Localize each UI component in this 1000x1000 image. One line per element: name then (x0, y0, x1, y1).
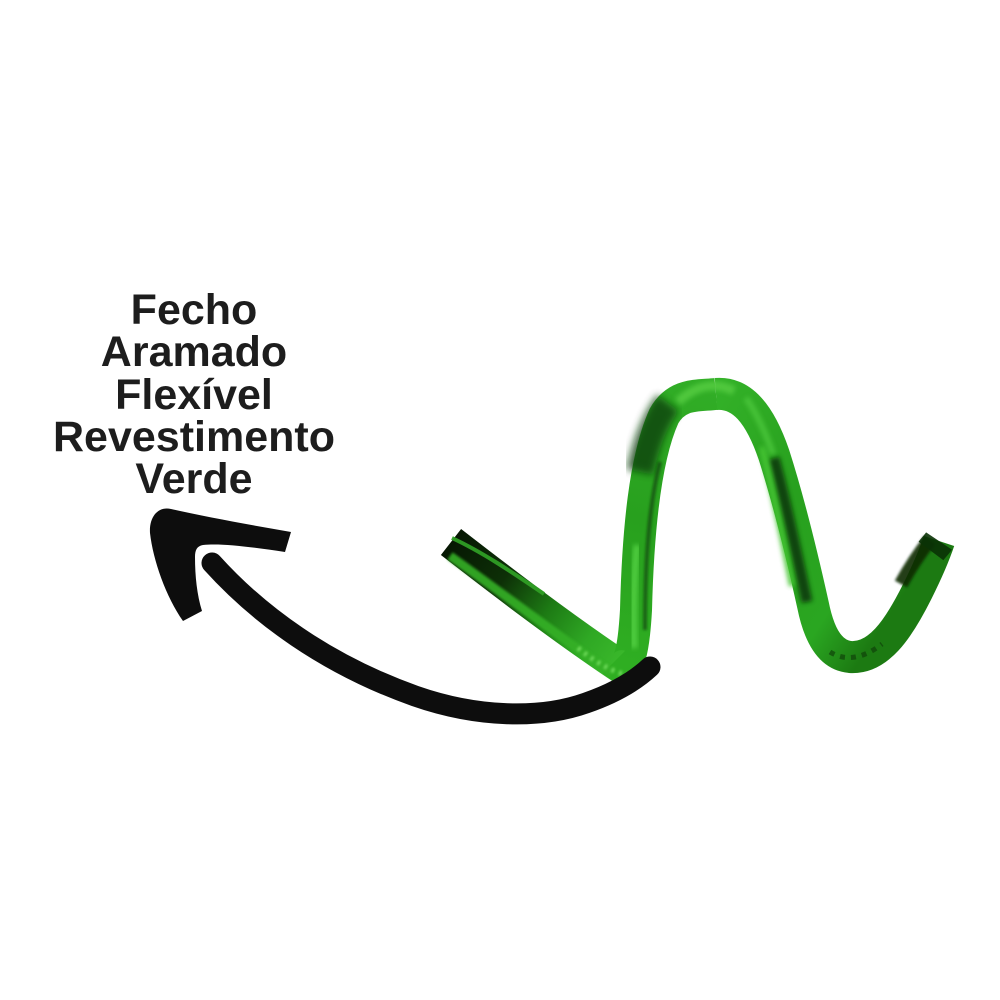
ribbon-archleg-dark-patch (626, 394, 679, 475)
ribbon-bend-crinkle (828, 642, 884, 661)
ribbon-righttip-end-dark (918, 532, 952, 561)
ribbon-peak-highlight (674, 381, 737, 406)
ribbon-rightleg-outer-highlight (743, 396, 776, 455)
caption-line-2: Aramado (100, 328, 288, 377)
twist-tie-ribbon (440, 377, 955, 683)
hand-drawn-arrow (149, 508, 661, 725)
caption-line-4: Revestimento (53, 412, 335, 461)
ribbon-arch-right (714, 377, 955, 673)
arrow-head (149, 508, 291, 621)
ribbon-archleg-highlight (630, 544, 641, 649)
ribbon-left-streak (451, 536, 546, 596)
caption-line-1: Fecho (130, 286, 258, 334)
ribbon-rightleg-highlight (759, 446, 795, 587)
arrow-shaft (201, 552, 661, 725)
ribbon-left-bottom-highlight (447, 552, 615, 677)
product-caption: Fecho Aramado Flexível Revestimento Verd… (14, 286, 374, 504)
caption-line-5: Verde (135, 455, 253, 504)
ribbon-rightleg-dark-streak (768, 456, 813, 604)
ribbon-left-segment (440, 528, 634, 683)
caption-line-3: Flexível (115, 370, 273, 419)
ribbon-archleg-edge-dark (643, 461, 662, 631)
